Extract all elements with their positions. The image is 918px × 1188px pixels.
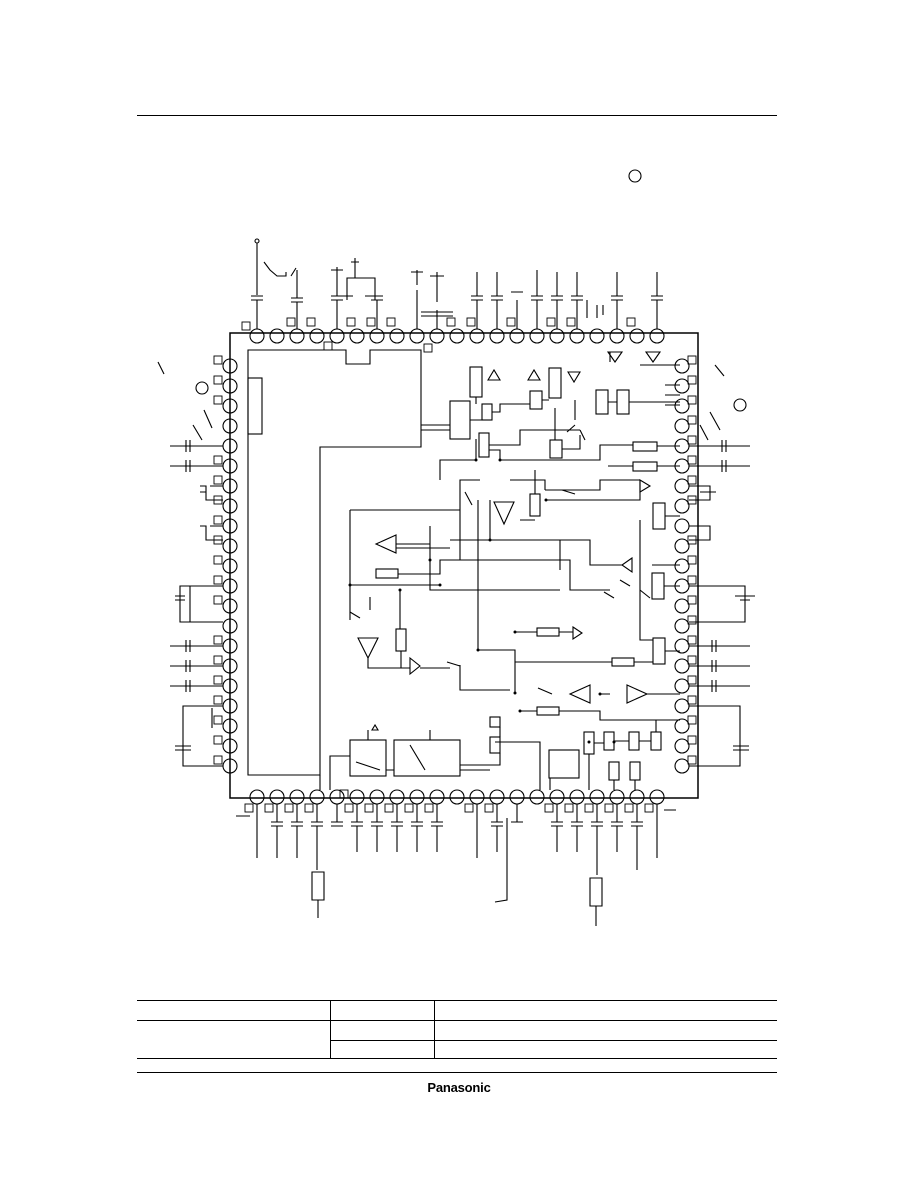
- bottom-pins: [249, 789, 665, 805]
- table-row-rule: [137, 1020, 777, 1021]
- header-rule: [137, 115, 777, 116]
- footer-rule: [137, 1072, 777, 1073]
- top-pins: [249, 328, 665, 344]
- logic-block: [247, 349, 422, 776]
- marker-circle-icon: [628, 169, 642, 183]
- ic-package-outline: [229, 332, 699, 799]
- table-col-rule: [434, 1000, 435, 1058]
- table-row-rule: [330, 1040, 777, 1041]
- spec-table: [137, 1000, 777, 1060]
- bus-block: [247, 377, 263, 435]
- brand-logo: Panasonic: [427, 1080, 491, 1095]
- table-bottom-rule: [137, 1058, 777, 1059]
- table-top-rule: [137, 1000, 777, 1001]
- right-pins: [674, 358, 690, 774]
- table-col-rule: [330, 1000, 331, 1058]
